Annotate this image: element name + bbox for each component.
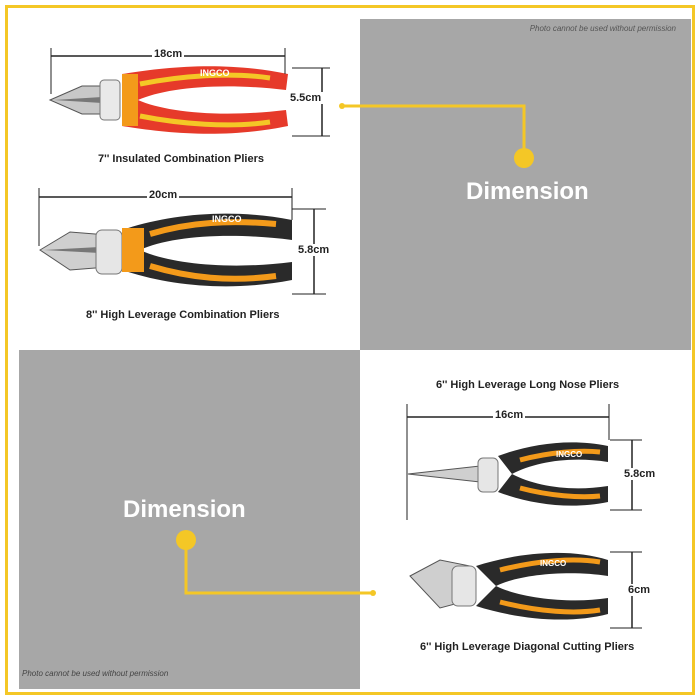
tool2-width-label: 5.8cm	[296, 244, 332, 256]
diagonal-cutting-pliers-image: INGCO	[409, 551, 642, 629]
section-title-top: Dimension	[466, 178, 589, 205]
tool2-caption: 8'' High Leverage Combination Pliers	[86, 309, 280, 321]
tool3-width-label: 5.8cm	[622, 468, 658, 480]
tool1-width-label: 5.5cm	[288, 92, 324, 104]
watermark-bottom: Photo cannot be used without permission	[22, 669, 169, 678]
bottom-left-panel	[19, 350, 360, 689]
tool3-length-label: 16cm	[493, 409, 526, 421]
bottom-right-panel	[360, 350, 691, 689]
tool2-length-label: 20cm	[147, 189, 180, 201]
tool4-width-label: 6cm	[626, 584, 653, 596]
svg-text:INGCO: INGCO	[212, 214, 242, 224]
svg-text:INGCO: INGCO	[540, 559, 566, 568]
section-title-bottom: Dimension	[123, 496, 246, 523]
connector-top	[339, 103, 534, 168]
long-nose-pliers-image: INGCO	[406, 404, 642, 520]
connector-bottom	[176, 530, 376, 596]
watermark-top: Photo cannot be used without permission	[529, 24, 676, 33]
tool1-length-label: 18cm	[152, 48, 185, 60]
svg-text:INGCO: INGCO	[200, 68, 230, 78]
tool3-caption: 6'' High Leverage Long Nose Pliers	[436, 379, 620, 391]
tool1-caption: 7'' Insulated Combination Pliers	[98, 153, 264, 165]
svg-text:INGCO: INGCO	[556, 450, 582, 459]
top-right-panel	[360, 19, 691, 350]
combination-pliers-image: INGCO	[38, 188, 326, 295]
yellow-frame	[5, 5, 695, 695]
tool4-caption: 6'' High Leverage Diagonal Cutting Plier…	[420, 641, 635, 653]
insulated-pliers-image: INGCO	[48, 48, 330, 137]
